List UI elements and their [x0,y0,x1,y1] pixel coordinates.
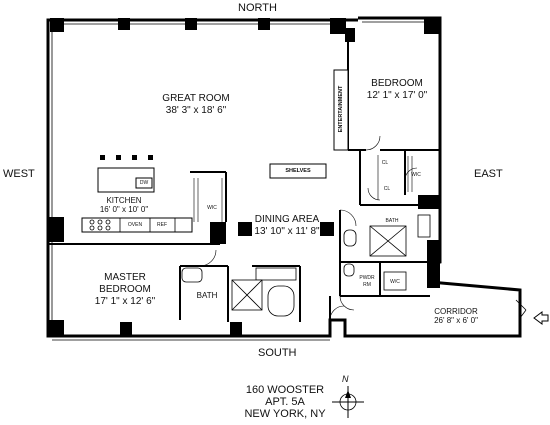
address-block: 160 WOOSTER APT. 5A NEW YORK, NY [244,384,325,420]
corridor-label: CORRIDOR [434,307,478,316]
dining-label: DINING AREA [254,214,320,225]
closet-label-2: CL [383,186,391,192]
master-bath-fixtures [181,267,297,317]
powder-fixtures [343,263,407,291]
entertainment-unit [333,69,349,151]
wc-label: W/C [390,279,400,285]
great-room-label: GREAT ROOM [162,93,230,104]
ref-label: REF [157,222,167,228]
bedroom-wic-shelving [377,155,413,200]
kitchen-dims: 16' 0" x 10' 0" [99,205,149,214]
master-dims: 17' 1" x 12' 6" [94,296,156,307]
compass-east: EAST [474,168,503,180]
stools [100,155,153,160]
master-label-2: BEDROOM [99,284,151,295]
bedroom-wic-label: WIC [411,172,421,178]
entry-arrow-icon [533,311,549,325]
north-arrow-icon [332,386,364,418]
bedroom-dims: 12' 1" x 17' 0" [366,90,428,101]
corridor-dims: 26' 8" x 6' 0" [434,316,478,325]
shelves-label: SHELVES [285,168,311,174]
address-line-1: 160 WOOSTER [245,384,325,396]
closet-label-1: CL [381,160,389,166]
compass-n-letter: N [342,374,349,384]
oven-label: OVEN [127,222,143,228]
address-line-3: NEW YORK, NY [244,408,326,420]
interior-walls [48,42,440,322]
bedroom-label: BEDROOM [371,78,423,89]
shelves-unit [269,163,327,179]
dining-dims: 13' 10" x 11' 8" [254,226,320,237]
entertainment-label: ENTERTAINMENT [338,85,344,133]
compass-south: SOUTH [258,347,297,359]
kitchen-wic-shelving [193,178,223,222]
cooktop [89,219,111,231]
entry-door-icon [515,299,527,319]
compass-west: WEST [3,168,35,180]
pwdr-label: PWDR [359,275,375,281]
great-room-dims: 38' 3" x 18' 6" [165,105,227,116]
dishwasher [135,177,153,189]
windows [51,21,436,341]
compass-north: NORTH [238,2,277,14]
door-swings [199,135,418,321]
address-line-2: APT. 5A [265,396,305,408]
kitchen-label: KITCHEN [106,196,142,205]
bedroom-bath-label: BATH [385,218,399,224]
kitchen-wic-label: WIC [207,205,217,211]
bedroom-bath-fixtures [343,214,431,257]
rm-label: RM [363,282,371,288]
master-label-1: MASTER [104,272,146,283]
dw-label: DW [139,180,149,186]
kitchen-counter [81,217,193,233]
master-bath-label: BATH [196,291,218,300]
columns [48,18,440,336]
